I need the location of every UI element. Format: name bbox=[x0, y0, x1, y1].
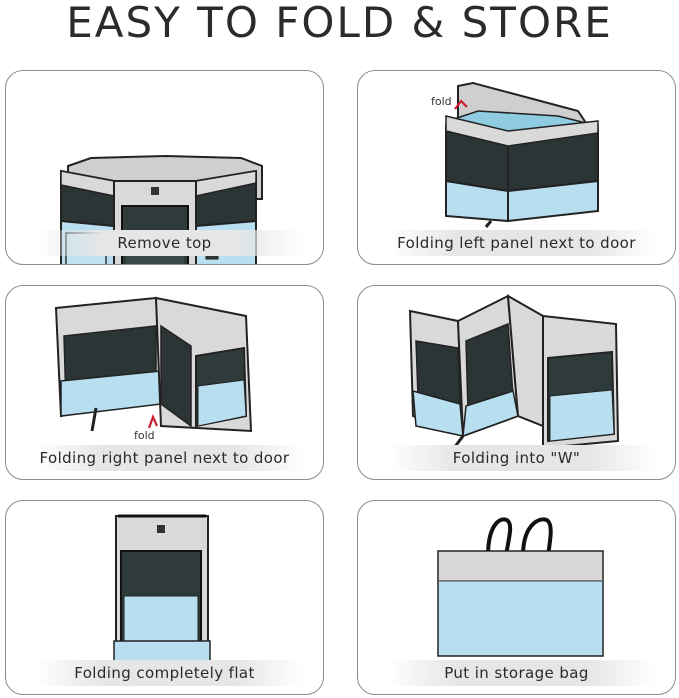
playpen-fold-right-image bbox=[54, 296, 253, 433]
step-caption: Folding into "W" bbox=[452, 449, 581, 467]
step-caption: Folding left panel next to door bbox=[397, 234, 636, 252]
step-card-fold-right: fold Folding right panel next to door bbox=[5, 285, 324, 480]
playpen-fold-left-image bbox=[445, 81, 599, 228]
step-caption: Folding completely flat bbox=[74, 664, 255, 682]
page-title: EASY TO FOLD & STORE bbox=[66, 0, 613, 47]
caption-bar bbox=[388, 230, 655, 256]
caption-bar bbox=[36, 660, 303, 686]
caption-bar bbox=[36, 230, 303, 256]
storage-bag-image bbox=[437, 517, 604, 657]
step-caption: Folding right panel next to door bbox=[39, 449, 290, 467]
fold-label: fold bbox=[134, 429, 155, 442]
step-caption: Put in storage bag bbox=[444, 664, 589, 682]
playpen-fold-w-image bbox=[408, 294, 620, 450]
step-card-fold-w: Folding into "W" bbox=[357, 285, 676, 480]
step-card-remove-top: Remove top bbox=[5, 70, 324, 265]
playpen-flat-image bbox=[113, 514, 211, 667]
step-card-storage-bag: Put in storage bag bbox=[357, 500, 676, 695]
step-card-fold-left: fold Folding left panel next to door bbox=[357, 70, 676, 265]
red-arrow-icon bbox=[454, 99, 468, 110]
fold-label: fold bbox=[431, 95, 452, 108]
step-card-fold-flat: Folding completely flat bbox=[5, 500, 324, 695]
step-caption: Remove top bbox=[117, 234, 212, 252]
caption-bar bbox=[388, 660, 655, 686]
caption-bar bbox=[388, 445, 655, 471]
red-arrow-icon bbox=[147, 414, 159, 429]
caption-bar bbox=[36, 445, 303, 471]
